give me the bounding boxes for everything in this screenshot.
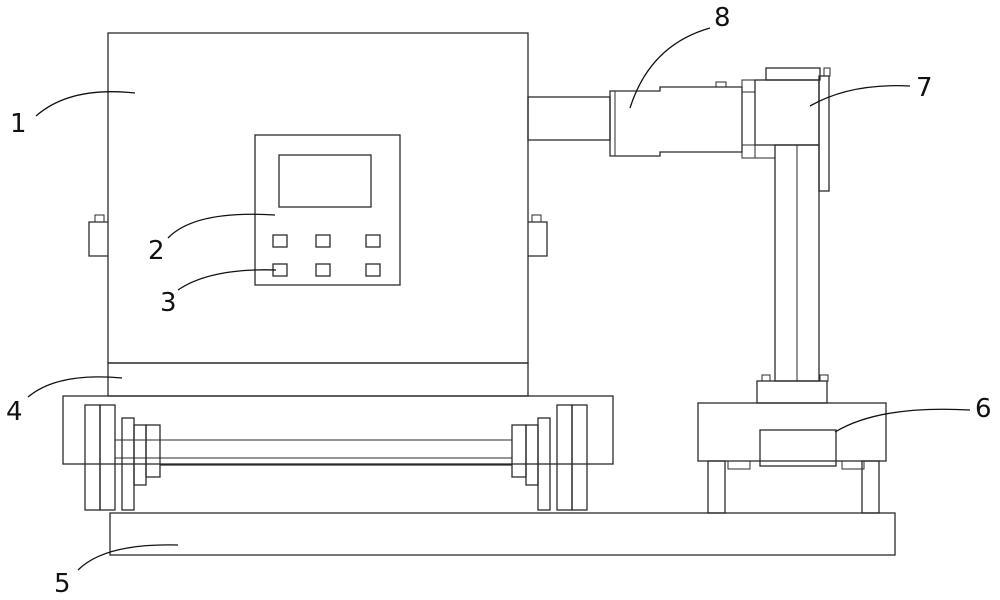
leader-4: [27, 376, 123, 398]
rotary-head: [741, 67, 831, 192]
leader-5: [77, 544, 179, 571]
leader-6: [834, 408, 971, 433]
label-6: 6: [975, 394, 992, 424]
button-6: [365, 263, 381, 277]
label-2: 2: [148, 236, 165, 266]
leader-7: [809, 85, 911, 107]
label-3: 3: [160, 288, 177, 318]
label-1: 1: [10, 109, 27, 139]
support-seat: [697, 374, 887, 514]
label-7: 7: [916, 73, 933, 103]
label-4: 4: [6, 397, 23, 427]
support-column: [774, 144, 820, 382]
leader-1: [35, 91, 136, 117]
button-3: [365, 234, 381, 248]
leader-2: [167, 213, 276, 239]
button-5: [315, 263, 331, 277]
button-2: [315, 234, 331, 248]
part-numbers: 1 2 3 4 5 6 7 8: [6, 3, 992, 599]
control-buttons: [272, 234, 381, 277]
control-panel: [254, 134, 401, 286]
main-cabinet: [88, 32, 548, 364]
leader-3: [177, 269, 277, 291]
display-screen: [278, 154, 372, 208]
leader-8: [629, 27, 711, 109]
label-5: 5: [54, 569, 71, 599]
slide-carriage: [62, 362, 614, 511]
base-plate: [109, 512, 896, 556]
button-1: [272, 234, 288, 248]
leader-lines: [27, 27, 971, 571]
label-8: 8: [714, 3, 731, 33]
extension-arm: [527, 81, 743, 157]
